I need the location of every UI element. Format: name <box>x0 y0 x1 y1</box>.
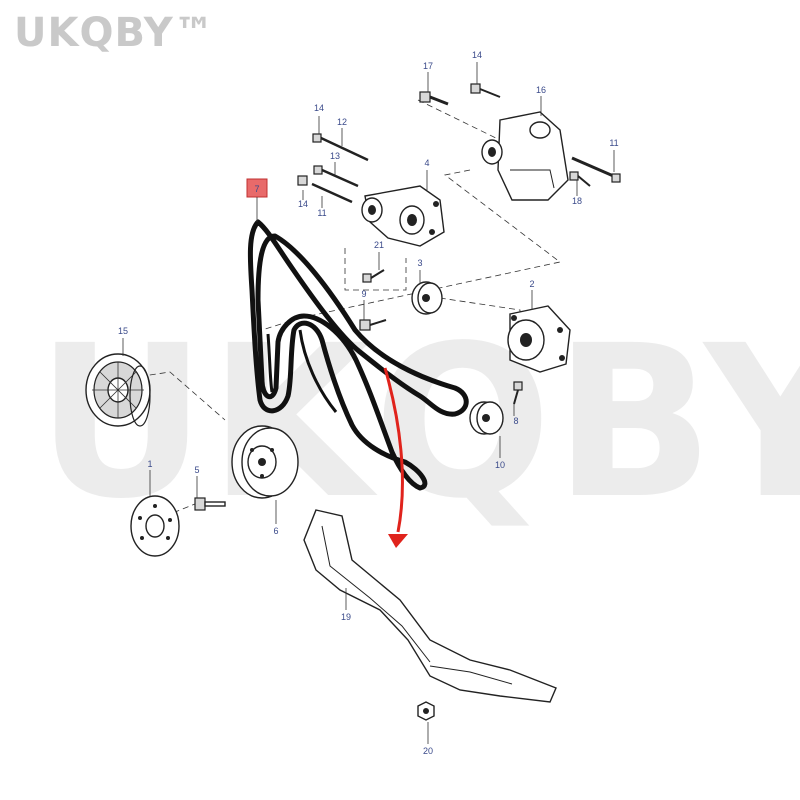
callout-14-left[interactable]: 14 <box>298 199 308 209</box>
leader-lines <box>122 62 615 744</box>
callout-2[interactable]: 2 <box>529 279 534 289</box>
part-1-flexplate[interactable] <box>130 495 180 557</box>
callout-16[interactable]: 16 <box>536 85 546 95</box>
callout-7-label: 7 <box>254 184 259 194</box>
callout-7-highlight[interactable]: 7 <box>246 178 268 222</box>
callout-3[interactable]: 3 <box>417 258 422 268</box>
part-19-shield[interactable] <box>303 509 557 703</box>
callout-19[interactable]: 19 <box>341 612 351 622</box>
callout-18[interactable]: 18 <box>572 196 582 206</box>
callout-5[interactable]: 5 <box>194 465 199 475</box>
part-21-bolt[interactable] <box>362 269 385 283</box>
part-16-alternator[interactable] <box>481 111 569 201</box>
callout-8[interactable]: 8 <box>513 416 518 426</box>
part-9-bolt[interactable] <box>359 319 387 331</box>
callout-14-mid[interactable]: 14 <box>314 103 324 113</box>
part-11-right-bolt[interactable] <box>571 156 621 183</box>
callout-labels: 15 1 5 6 2 3 21 9 4 16 17 14 18 11 12 13… <box>118 50 619 756</box>
part-11-left-bolt[interactable] <box>311 182 353 204</box>
callout-10[interactable]: 10 <box>495 460 505 470</box>
part-2-water-pump[interactable] <box>507 305 571 373</box>
callout-12[interactable]: 12 <box>337 117 347 127</box>
callout-13[interactable]: 13 <box>330 151 340 161</box>
part-8-bolt[interactable] <box>513 381 523 405</box>
callout-20[interactable]: 20 <box>423 746 433 756</box>
callout-14-top[interactable]: 14 <box>472 50 482 60</box>
callout-1[interactable]: 1 <box>147 459 152 469</box>
callout-4[interactable]: 4 <box>424 158 429 168</box>
serpentine-belt[interactable] <box>247 219 469 491</box>
part-5-bolt[interactable] <box>194 497 226 511</box>
callout-21[interactable]: 21 <box>374 240 384 250</box>
part-20-nut[interactable] <box>417 701 435 721</box>
part-13-bolt[interactable] <box>313 165 359 188</box>
callout-11-right[interactable]: 11 <box>609 138 618 148</box>
part-18-bolt[interactable] <box>569 171 591 187</box>
part-12-bolt[interactable] <box>312 133 369 162</box>
part-15-pulley[interactable] <box>85 353 151 427</box>
callout-6[interactable]: 6 <box>273 526 278 536</box>
part-4-tensioner[interactable] <box>361 185 445 247</box>
watermark-logo-small: UKQBY™ <box>14 10 215 56</box>
red-indicator-arrow <box>383 367 408 548</box>
part-14-left-bolt[interactable] <box>297 175 308 186</box>
part-14-top-bolt[interactable] <box>470 83 501 98</box>
callout-17[interactable]: 17 <box>423 61 433 71</box>
callout-15[interactable]: 15 <box>118 326 128 336</box>
callout-11-left[interactable]: 11 <box>317 208 326 218</box>
callout-9[interactable]: 9 <box>361 289 366 299</box>
part-10-idler-pulley[interactable] <box>469 401 504 435</box>
part-6-crank-pulley[interactable] <box>231 425 299 499</box>
part-3-idler-pulley[interactable] <box>411 281 443 315</box>
part-17-bolt[interactable] <box>419 91 449 106</box>
